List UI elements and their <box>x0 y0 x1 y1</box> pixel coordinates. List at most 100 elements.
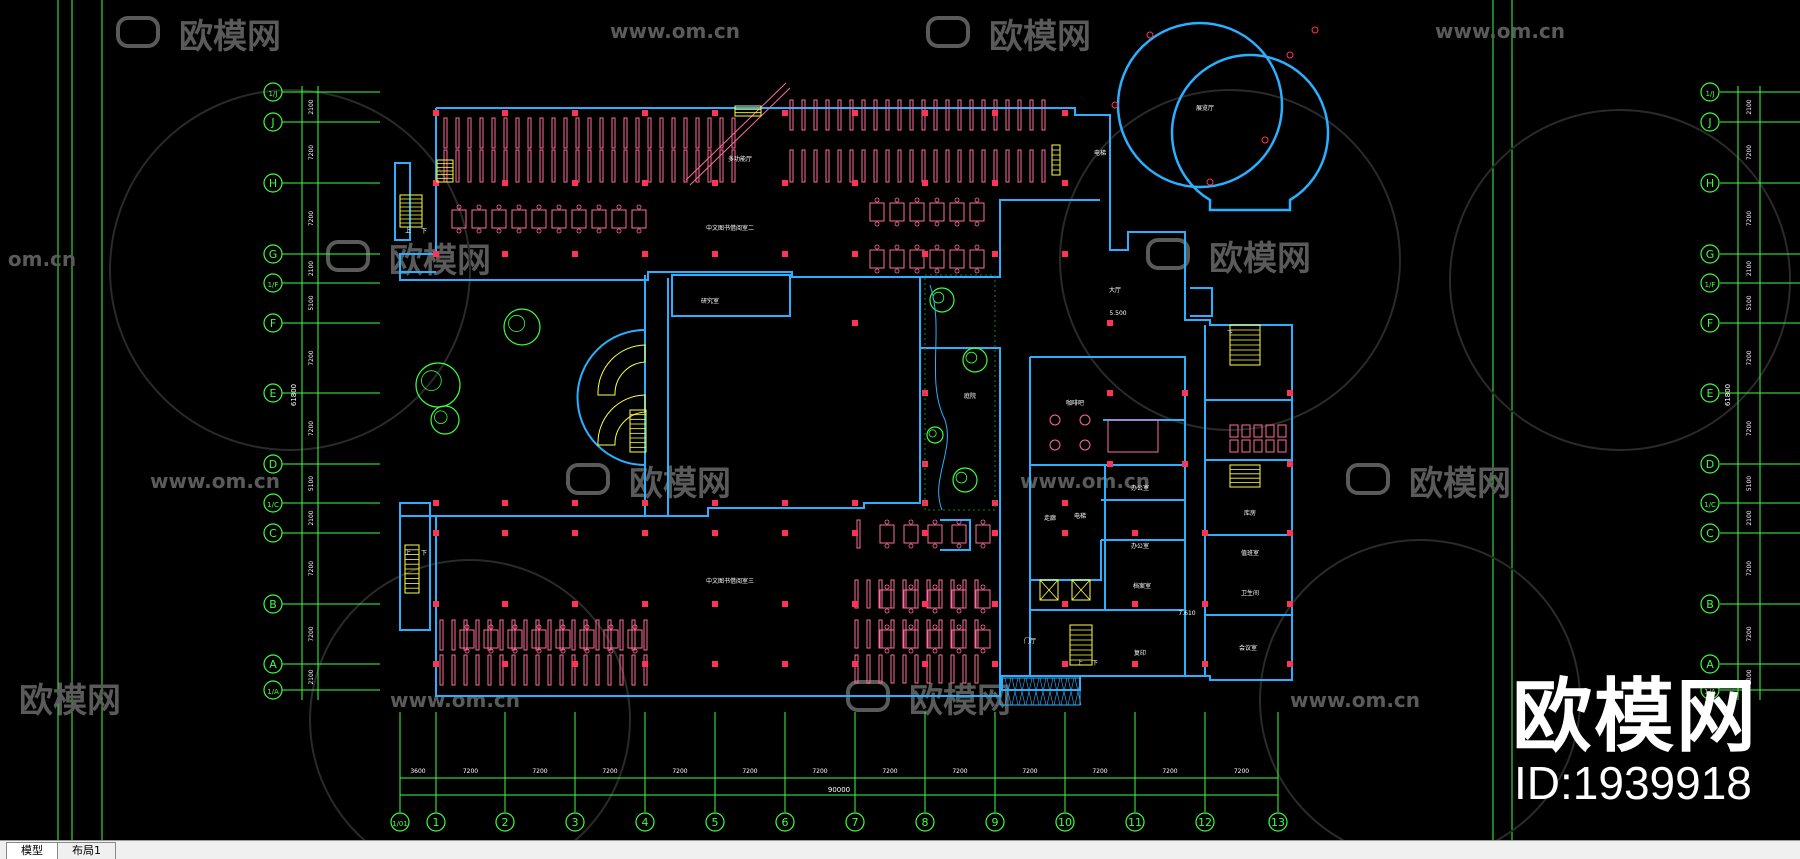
bookshelf <box>547 654 552 686</box>
row-bubble-label: D <box>1706 458 1714 471</box>
toilet-stall <box>1277 424 1287 438</box>
bookshelf <box>623 149 628 183</box>
bookshelf <box>813 149 818 183</box>
bookshelf <box>491 117 496 149</box>
reading-table <box>929 249 945 269</box>
row-bubble-label: E <box>1707 387 1714 400</box>
tab-layout-1[interactable]: 布局1 <box>57 842 116 859</box>
structural-column <box>502 661 508 667</box>
reading-table-chair <box>914 197 920 203</box>
canopy-hatch <box>1025 677 1033 706</box>
row-bubble-label: J <box>270 116 274 129</box>
brand-logo-text: 欧模网 <box>1512 670 1758 763</box>
watermark-brand-text: 欧模网 <box>19 681 121 721</box>
landscape-layer <box>415 274 996 511</box>
structural-column <box>1287 461 1293 467</box>
reading-table-chair <box>932 543 938 549</box>
reading-table-chair <box>954 244 960 250</box>
bookshelf <box>873 149 878 183</box>
tree-canopy <box>928 429 937 438</box>
reading-table-chair <box>980 608 986 614</box>
reading-table <box>969 249 985 269</box>
canopy-hatch <box>1074 677 1082 706</box>
room-elevator: 电梯 <box>1074 512 1086 520</box>
canopy-hatch <box>1004 677 1012 706</box>
wall-segment <box>1029 357 1210 677</box>
toilet-stall <box>1265 439 1275 453</box>
bookshelf <box>643 654 648 686</box>
bookshelf <box>451 654 456 686</box>
canopy-hatch <box>1039 677 1047 706</box>
reading-table-chair <box>932 584 938 590</box>
bookshelf <box>981 99 986 131</box>
reading-table-chair <box>456 204 462 210</box>
structural-column <box>1132 530 1138 536</box>
structural-column <box>782 110 788 116</box>
reading-table <box>927 589 943 609</box>
col-bubble <box>495 812 515 832</box>
structural-column <box>712 251 718 257</box>
row-bubble-label: E <box>270 387 277 400</box>
bookshelf <box>635 117 640 149</box>
bookshelf <box>647 117 652 149</box>
structural-column <box>572 601 578 607</box>
toilet-stall <box>1241 439 1251 453</box>
bookshelf <box>671 149 676 183</box>
watermark-sofa-icon <box>326 240 370 272</box>
col-dim-text: 7200 <box>812 768 827 775</box>
bookshelf <box>1041 149 1046 183</box>
watermark-sofa-icon <box>1346 463 1390 495</box>
bookshelf <box>866 654 871 684</box>
structural-column <box>922 661 928 667</box>
tab-model[interactable]: 模型 <box>6 842 58 859</box>
watermark-url-text: om.cn <box>8 247 76 271</box>
bookshelf <box>707 117 712 149</box>
reading-table <box>571 209 587 229</box>
bookshelf <box>890 654 895 684</box>
structural-column <box>642 251 648 257</box>
structural-column <box>1062 500 1068 506</box>
bookshelf <box>938 654 943 684</box>
watermark-arc <box>109 89 471 451</box>
reading-table-chair <box>980 584 986 590</box>
row-dim-text: 7200 <box>1746 211 1753 226</box>
row-bubble <box>263 654 283 674</box>
row-dim-text: 7200 <box>1746 626 1753 641</box>
col-bubble-label: 9 <box>992 816 999 829</box>
reading-table <box>975 524 991 544</box>
col-bubble <box>705 812 725 832</box>
col-dim-text: 7200 <box>1092 768 1107 775</box>
col-dim-text: 7200 <box>952 768 967 775</box>
reading-table <box>929 202 945 222</box>
watermark-url-text: www.om.cn <box>1435 19 1565 43</box>
structural-column <box>852 110 858 116</box>
row-bubble-label: 1/J <box>1706 90 1715 98</box>
reading-table-chair <box>914 244 920 250</box>
tree <box>430 405 460 435</box>
reading-table-chair <box>934 268 940 274</box>
wall-segment <box>1190 287 1213 317</box>
reading-table <box>927 629 943 649</box>
row-bubble-label: 1/F <box>1705 281 1716 289</box>
bookshelf <box>623 117 628 149</box>
reading-table <box>579 629 595 649</box>
room-office-1: 办公室 <box>1131 484 1149 492</box>
col-bubble-label: 5 <box>712 816 719 829</box>
col-bubble-label: 1 <box>433 816 440 829</box>
bookshelf <box>695 149 700 183</box>
bookshelf <box>595 654 600 686</box>
col-bubble-label: 13 <box>1271 816 1285 829</box>
reading-table <box>951 524 967 544</box>
reading-table-chair <box>884 584 890 590</box>
structural-column <box>433 500 439 506</box>
reading-table <box>491 209 507 229</box>
reading-table-chair <box>496 204 502 210</box>
structural-column <box>782 251 788 257</box>
tree-canopy <box>508 314 526 332</box>
reading-table <box>951 629 967 649</box>
structural-column <box>433 661 439 667</box>
bookshelf <box>571 654 576 686</box>
reading-table <box>909 249 925 269</box>
